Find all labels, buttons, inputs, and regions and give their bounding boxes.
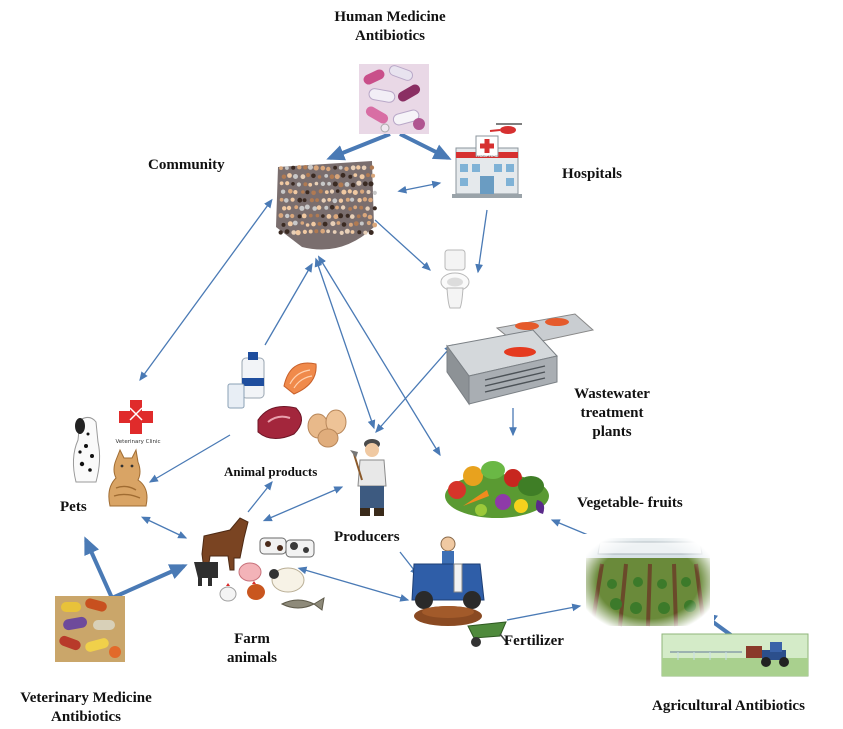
arrow-farm-producers bbox=[262, 486, 344, 522]
arrow-antibiotics-to-community bbox=[326, 132, 391, 161]
arrow-community-hospitals bbox=[397, 180, 442, 194]
treatment-plant-icon bbox=[445, 308, 595, 408]
farm-animals-label: Farm animals bbox=[226, 631, 277, 666]
crowd-icon bbox=[272, 157, 378, 257]
hospital-icon: HOSPITAL bbox=[446, 118, 528, 200]
arrow-farm-manure bbox=[297, 566, 410, 602]
arrow-vet-antibiotics-to-farm bbox=[111, 564, 188, 600]
manure-truck-icon bbox=[410, 534, 509, 650]
arrow-animal-products-to-pets bbox=[148, 434, 231, 483]
arrow-pets-farm bbox=[140, 516, 188, 539]
farmer-icon bbox=[348, 436, 396, 520]
wastewater-label: Wastewater treatment plants bbox=[574, 386, 650, 440]
fertilizer-label: Fertilizer bbox=[504, 633, 564, 649]
greenhouse-field-icon bbox=[582, 534, 714, 630]
animal-products-icon bbox=[224, 350, 356, 450]
vet-medicine-label: Veterinary Medicine Antibiotics bbox=[20, 690, 152, 725]
hospitals-label: Hospitals bbox=[562, 166, 623, 182]
sprayer-tractor-icon bbox=[661, 633, 809, 677]
pets-icon bbox=[66, 412, 158, 514]
community-label: Community bbox=[148, 157, 225, 173]
arrow-antibiotics-to-hospitals bbox=[399, 132, 452, 160]
arrow-farm-to-animal-products bbox=[247, 480, 273, 513]
arrow-community-pets bbox=[139, 198, 273, 382]
animal-products-label: Animal products bbox=[224, 464, 318, 479]
arrow-wastewater-producers bbox=[375, 344, 454, 433]
arrow-hospitals-to-toilet bbox=[475, 209, 488, 274]
vegetables-icon bbox=[443, 450, 551, 522]
vet-clinic-icon: Veterinary Clinic bbox=[112, 398, 172, 448]
agricultural-antibiotics-label: Agricultural Antibiotics bbox=[652, 698, 805, 714]
toilet-icon bbox=[438, 248, 472, 310]
arrow-fertilizer-to-field bbox=[506, 603, 582, 621]
vegetable-fruits-label: Vegetable- fruits bbox=[577, 495, 683, 511]
arrow-animal-products-to-community bbox=[264, 262, 313, 346]
farm-animals-icon bbox=[188, 514, 336, 618]
human-medicine-label: Human Medicine Antibiotics bbox=[334, 9, 446, 44]
pills-icon bbox=[359, 64, 429, 134]
vet-pills-icon bbox=[55, 596, 125, 662]
producers-label: Producers bbox=[334, 529, 400, 545]
pets-label: Pets bbox=[60, 499, 87, 515]
hospital-sign: HOSPITAL bbox=[476, 153, 498, 159]
vet-clinic-sign: Veterinary Clinic bbox=[115, 439, 160, 445]
arrow-community-to-toilet bbox=[374, 219, 431, 271]
arrow-vet-antibiotics-to-pets bbox=[84, 536, 114, 599]
